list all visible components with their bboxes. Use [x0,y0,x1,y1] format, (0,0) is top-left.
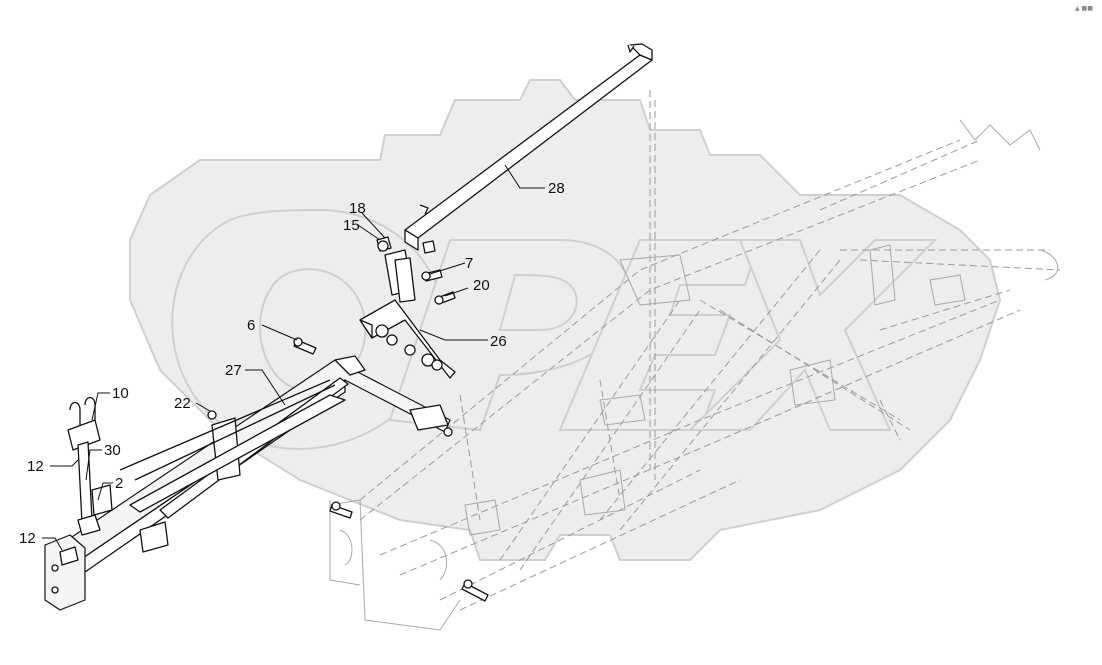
callout-labels: 28 18 15 7 20 6 26 27 22 10 30 12 2 12 [19,180,565,547]
part-27-drawbar [59,355,453,573]
callout-18: 18 [349,200,366,217]
phantom-frame [329,90,1061,631]
callout-2: 2 [115,475,123,492]
phantom-bolts [329,501,489,602]
callout-22: 22 [174,395,191,412]
hitch-assembly [44,396,113,611]
callout-30: 30 [104,442,121,459]
callout-20: 20 [473,277,490,294]
watermark-logo [129,79,1002,561]
callout-27: 27 [225,362,242,379]
callout-6: 6 [247,317,255,334]
leader-lines [42,164,545,551]
callout-12-lower: 12 [19,530,36,547]
corner-mark: ▲ ■■ [1075,5,1093,12]
callout-26: 26 [490,333,507,350]
callout-12-upper: 12 [27,458,44,475]
part-26-bracket [359,249,456,379]
callout-28: 28 [548,180,565,197]
callout-7: 7 [465,255,473,272]
callout-15: 15 [343,217,360,234]
bracket-fasteners [207,236,456,420]
callout-10: 10 [112,385,129,402]
part-28-beam [404,43,653,251]
